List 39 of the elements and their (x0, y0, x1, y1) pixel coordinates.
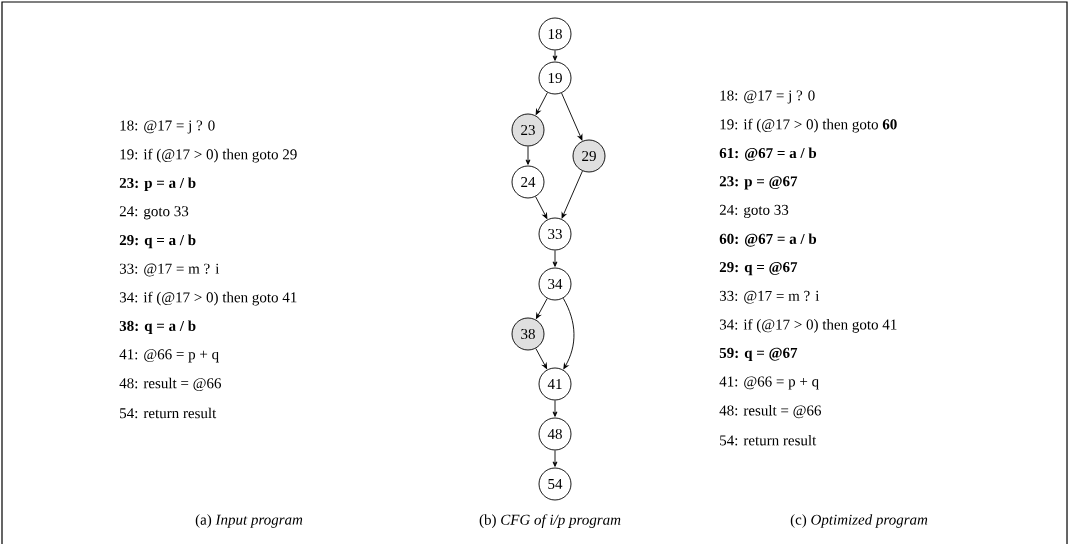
arrow (535, 298, 548, 319)
code-line: 54: return result (120, 407, 217, 419)
code-line: 18: @17 = j ? 0 (720, 90, 815, 104)
code-line: 48: result = @66 (719, 405, 822, 419)
arrow (561, 92, 583, 141)
code-line: 18: @17 = j ? 0 (120, 120, 215, 134)
code-line: 24: goto 33 (719, 204, 789, 218)
code-line: 41: @66 = p + q (119, 349, 219, 363)
code-line: 38: q = a / b (119, 320, 196, 334)
code-line: 59: q = @67 (719, 347, 798, 361)
arrow (535, 92, 548, 115)
code-line: 33: @17 = m ? i (719, 290, 820, 304)
code-line: 29: q = a / b (119, 234, 196, 249)
arrow (525, 146, 531, 165)
arrow (561, 170, 583, 219)
arrow (552, 450, 558, 467)
arrow (552, 50, 558, 61)
code-line: 33: @17 = m ? i (119, 263, 220, 277)
subfigure-caption: (a) Input program (195, 514, 303, 528)
code-line: 23: p = @67 (719, 176, 798, 190)
code-line: 54: return result (720, 434, 817, 446)
arrow (535, 348, 548, 369)
code-line: 48: result = @66 (119, 377, 222, 392)
code-line: 23: p = a / b (119, 177, 196, 191)
code-line: 19: if (@17 > 0) then goto 60 (720, 118, 897, 133)
code-line: 61: @67 = a / b (719, 147, 817, 161)
arrow (562, 297, 575, 370)
code-line: 60: @67 = a / b (719, 233, 817, 247)
subfigure-caption: (b) CFG of i/p program (479, 514, 621, 528)
subfigure-caption: (c) Optimized program (790, 514, 928, 528)
code-line: 29: q = @67 (719, 262, 798, 276)
code-line: 19: if (@17 > 0) then goto 29 (120, 148, 297, 163)
arrow (535, 196, 548, 219)
code-line: 34: if (@17 > 0) then goto 41 (719, 318, 897, 333)
code-line: 34: if (@17 > 0) then goto 41 (119, 291, 297, 306)
arrow (552, 400, 558, 417)
arrow (552, 250, 558, 267)
code-line: 41: @66 = p + q (719, 376, 819, 390)
code-line: 24: goto 33 (119, 206, 189, 220)
